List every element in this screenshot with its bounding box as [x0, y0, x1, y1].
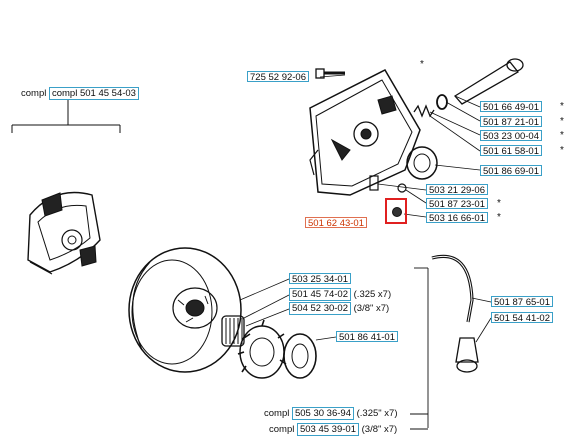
part-label-503-16-66-01[interactable]: 503 16 66-01: [426, 212, 488, 224]
assembly-prefix: compl: [269, 424, 295, 435]
assembly-bracket-right: [410, 267, 429, 430]
part-code: 504 52 30-02: [289, 302, 351, 315]
asterisk-marker: *: [560, 145, 564, 156]
assembly-prefix: compl: [21, 88, 49, 99]
part-label-501-54-41-02[interactable]: 501 54 41-02: [491, 312, 553, 324]
part-code: 501 45 74-02: [289, 288, 351, 301]
part-label-501-86-41-01[interactable]: 501 86 41-01: [336, 331, 398, 343]
part-label-503-23-00-04[interactable]: 503 23 00-04: [480, 130, 542, 142]
part-note: (.325 x7): [353, 289, 392, 300]
part-label-501-87-23-01[interactable]: 501 87 23-01: [426, 198, 488, 210]
oil-pipe: [431, 254, 479, 373]
assembly-prefix: compl: [264, 408, 290, 419]
oil-pump-body: [309, 69, 421, 196]
asterisk-marker: *: [497, 198, 501, 209]
assembly-code: compl 501 45 54-03: [48, 87, 139, 100]
clutch-drum: [128, 247, 242, 373]
sprocket-rim: [237, 319, 287, 379]
leader-lines: [239, 74, 492, 343]
pump-shaft: [454, 58, 524, 105]
part-label-501-45-74-02[interactable]: 501 45 74-02 (.325 x7): [289, 288, 392, 301]
asterisk-marker: *: [560, 116, 564, 127]
part-note: (3/8" x7): [353, 303, 390, 314]
assembly-label-bottom-1[interactable]: compl 505 30 36-94 (.325" x7): [264, 407, 398, 420]
asterisk-marker: *: [560, 101, 564, 112]
part-label-725-52-92-06[interactable]: 725 52 92-06: [247, 71, 309, 83]
asterisk-marker: *: [497, 212, 501, 223]
spring: [413, 104, 435, 118]
part-label-501-86-69-01[interactable]: 501 86 69-01: [480, 165, 542, 177]
part-label-503-25-34-01[interactable]: 503 25 34-01: [289, 273, 351, 285]
bolt-725-52-92-06: [315, 68, 345, 79]
washer-501-87-23-01: [397, 183, 407, 193]
screw-503-21-29-06: [369, 175, 379, 191]
assembly-code: 505 30 36-94: [291, 407, 354, 420]
part-label-501-62-43-01[interactable]: 501 62 43-01: [305, 217, 367, 229]
part-label-503-21-29-06[interactable]: 503 21 29-06: [426, 184, 488, 196]
part-label-501-61-58-01[interactable]: 501 61 58-01: [480, 145, 542, 157]
o-ring: [436, 94, 448, 110]
part-label-504-52-30-02[interactable]: 504 52 30-02 (3/8" x7): [289, 302, 390, 315]
highlight-box: [385, 198, 407, 224]
assembly-label-top-left[interactable]: compl compl 501 45 54-03: [21, 87, 139, 100]
part-label-501-87-21-01[interactable]: 501 87 21-01: [480, 116, 542, 128]
assembly-note: (3/8" x7): [361, 424, 398, 435]
asterisk-marker: *: [420, 59, 424, 70]
part-label-501-87-65-01[interactable]: 501 87 65-01: [491, 296, 553, 308]
assembly-label-bottom-2[interactable]: compl 503 45 39-01 (3/8" x7): [269, 423, 398, 436]
sprocket-washer: [283, 333, 317, 379]
asterisk-marker: *: [560, 130, 564, 141]
assembly-note: (.325" x7): [356, 408, 398, 419]
plug-503-16-66-01: [392, 207, 402, 217]
assembly-code: 503 45 39-01: [296, 423, 359, 436]
clutch-shoe-assembly: [27, 191, 101, 275]
part-label-501-66-49-01[interactable]: 501 66 49-01: [480, 101, 542, 113]
worm-gear: [406, 146, 438, 180]
assembly-bracket-top-left: [11, 100, 121, 133]
